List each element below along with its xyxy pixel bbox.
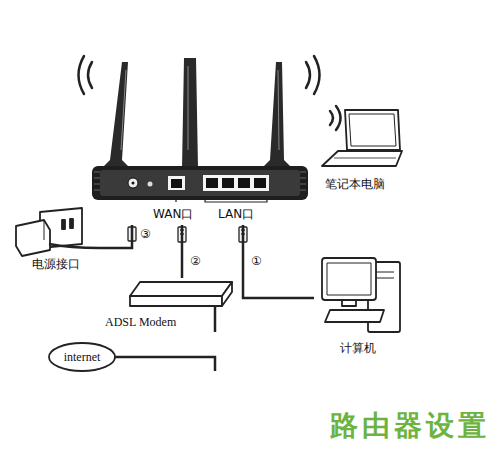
internet-cloud [49, 343, 115, 371]
node-label: 计算机 [340, 341, 376, 355]
node-label: 电源接口 [32, 257, 80, 271]
node-label: 笔记本电脑 [325, 177, 385, 191]
desktop-computer-illustration [322, 258, 400, 332]
computer-node: 计算机 [314, 250, 406, 362]
power-adapter-node: 电源接口 [8, 205, 100, 275]
modem-node: ADSL Modem [100, 278, 240, 332]
watermark: 路由器设置 [330, 410, 490, 442]
node-label: internet [64, 350, 101, 364]
node-label: LAN口 [218, 207, 254, 221]
router-illustration [92, 58, 308, 202]
node-label: ADSL Modem [105, 315, 176, 329]
cable-connector [100, 225, 132, 248]
laptop-node: 笔记本电脑 [316, 106, 408, 196]
cable-connector [114, 357, 215, 371]
internet-node: internet [50, 343, 114, 371]
power-adapter-illustration [16, 208, 100, 256]
cable-plugs [128, 227, 247, 242]
cable-connector [243, 225, 314, 298]
laptop-illustration [322, 110, 402, 166]
node-label: WAN口 [153, 207, 193, 221]
cable-connector [182, 225, 183, 278]
callout-number: ① [250, 255, 263, 268]
callout-number: ② [189, 255, 202, 268]
router-port-labels: WAN口 LAN口 [125, 203, 270, 225]
callout-number: ③ [139, 228, 152, 241]
